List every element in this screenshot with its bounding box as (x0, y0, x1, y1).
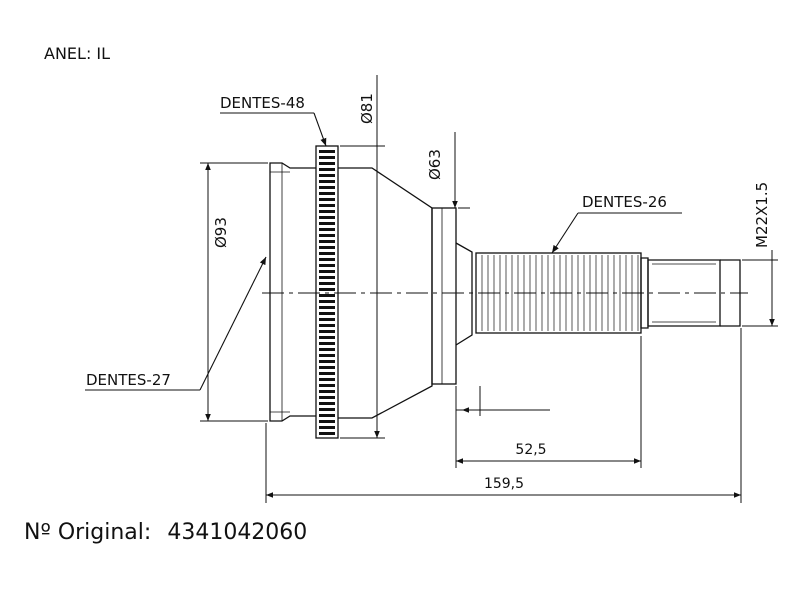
ring-tooth (319, 420, 335, 423)
ring-tooth (319, 396, 335, 399)
ring-tooth (319, 204, 335, 207)
ring-tooth (319, 216, 335, 219)
ring-tooth (319, 300, 335, 303)
annotations: DENTES-48 DENTES-27 DENTES-26 Ø81 Ø63 Ø9… (86, 93, 771, 492)
len-159-label: 159,5 (484, 476, 524, 492)
ring-tooth (319, 414, 335, 417)
ring-tooth (319, 180, 335, 183)
leader-lines (85, 112, 682, 391)
ring-tooth (319, 276, 335, 279)
threaded-end (640, 257, 649, 329)
ring-tooth (319, 318, 335, 321)
abs-ring-teeth (319, 150, 335, 435)
cup-body (269, 162, 319, 422)
dimension-lines (200, 75, 778, 503)
dia-81-label: Ø81 (358, 93, 376, 124)
ring-tooth (319, 330, 335, 333)
ring-tooth (319, 294, 335, 297)
ring-tooth (319, 366, 335, 369)
ring-tooth (319, 192, 335, 195)
ring-tooth (319, 426, 335, 429)
ring-tooth (319, 156, 335, 159)
ring-tooth (319, 342, 335, 345)
ring-tooth (319, 372, 335, 375)
ring-tooth (319, 282, 335, 285)
dia-93-label: Ø93 (212, 217, 230, 248)
dentes-26-label: DENTES-26 (582, 193, 667, 211)
ring-tooth (319, 240, 335, 243)
ring-tooth (319, 390, 335, 393)
ring-tooth (319, 270, 335, 273)
ring-tooth (319, 354, 335, 357)
ring-tooth (319, 432, 335, 435)
original-value: 4341042060 (167, 520, 308, 545)
ring-tooth (319, 150, 335, 153)
ring-tooth (319, 186, 335, 189)
ring-tooth (319, 210, 335, 213)
ring-tooth (319, 174, 335, 177)
ring-tooth (319, 408, 335, 411)
ring-tooth (319, 258, 335, 261)
ring-tooth (319, 402, 335, 405)
ring-tooth (319, 348, 335, 351)
dentes-27-label: DENTES-27 (86, 371, 171, 389)
ring-tooth (319, 264, 335, 267)
ring-tooth (319, 288, 335, 291)
part-outline (269, 145, 741, 439)
anel-label: ANEL: IL (44, 44, 111, 63)
ring-tooth (319, 360, 335, 363)
ring-tooth (319, 246, 335, 249)
thread-label: M22X1.5 (753, 182, 771, 248)
ring-tooth (319, 228, 335, 231)
ring-tooth (319, 384, 335, 387)
ring-tooth (319, 222, 335, 225)
ring-tooth (319, 312, 335, 315)
dia-63-label: Ø63 (426, 149, 444, 180)
ring-tooth (319, 168, 335, 171)
step-collar (431, 207, 457, 385)
original-label: Nº Original: (24, 520, 152, 545)
original-number: Nº Original: 4341042060 (24, 520, 307, 545)
ring-tooth (319, 324, 335, 327)
ring-tooth (319, 162, 335, 165)
ring-tooth (319, 234, 335, 237)
ring-tooth (319, 336, 335, 339)
ring-tooth (319, 198, 335, 201)
ring-tooth (319, 378, 335, 381)
dentes-48-label: DENTES-48 (220, 94, 305, 112)
ring-tooth (319, 306, 335, 309)
abs-ring (315, 145, 339, 439)
len-52-label: 52,5 (515, 442, 546, 458)
ring-tooth (319, 252, 335, 255)
